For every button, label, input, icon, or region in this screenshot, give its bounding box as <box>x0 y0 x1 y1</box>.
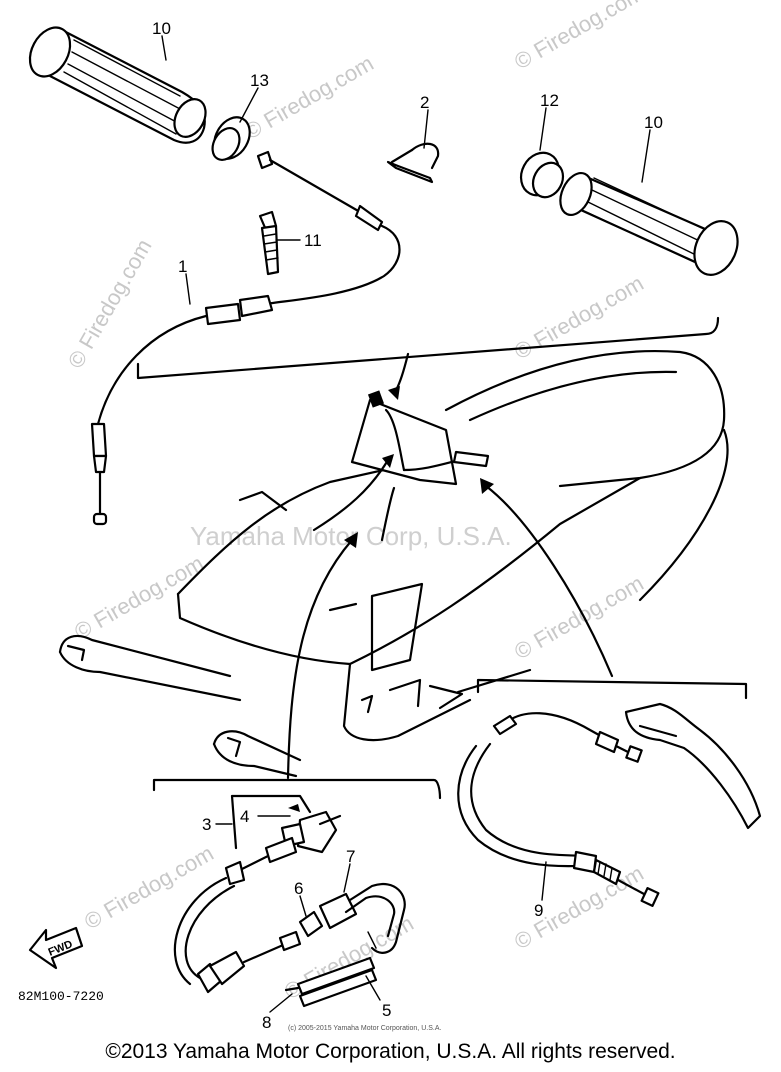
collar-13-icon <box>211 116 251 161</box>
watermark: © Firedog.com <box>240 50 378 144</box>
callout-label: 8 <box>262 1013 271 1032</box>
copyright-footer: ©2013 Yamaha Motor Corporation, U.S.A. A… <box>105 1040 676 1063</box>
callout-label: 10 <box>152 19 171 38</box>
fwd-arrow-icon: FWD <box>28 926 84 970</box>
bracket-bottom-left <box>152 778 442 800</box>
callout-label: 12 <box>540 91 559 110</box>
screw-11-icon <box>258 210 280 276</box>
throttle-lever-icon <box>624 702 762 830</box>
choke-cable-icon <box>173 876 406 994</box>
watermark: © Firedog.com <box>63 235 157 373</box>
callout-label: 10 <box>644 113 663 132</box>
arrow-group <box>286 352 614 780</box>
watermark: © Firedog.com <box>510 0 648 74</box>
bracket-top <box>136 316 720 380</box>
throttle-cable-9-icon <box>457 712 660 907</box>
cable-1-icon <box>90 150 401 526</box>
callout-label: 6 <box>294 879 303 898</box>
callout-label: 3 <box>202 815 211 834</box>
callout-label: 13 <box>250 71 269 90</box>
tiny-copyright: (c) 2005-2015 Yamaha Motor Corporation, … <box>288 1025 441 1032</box>
grip-right-icon <box>559 172 739 276</box>
watermark-center: Yamaha Motor Corp, U.S.A. <box>190 521 512 551</box>
bracket-bottom-right <box>476 678 748 700</box>
snowmobile-body-icon <box>58 350 729 778</box>
callout-label: 11 <box>304 231 322 250</box>
watermark: © Firedog.com <box>80 840 218 934</box>
watermark: © Firedog.com <box>70 550 208 644</box>
callout-label: 4 <box>240 807 249 826</box>
grip-left-icon <box>28 26 207 144</box>
clip-2-icon <box>386 142 440 184</box>
watermark: © Firedog.com <box>510 860 648 954</box>
part-code: 82M100-7220 <box>18 989 104 1004</box>
cable-5-icon <box>284 956 378 1008</box>
watermark: © Firedog.com <box>510 270 648 364</box>
callout-numbers: 10 13 2 12 10 11 1 3 4 7 6 9 5 8 <box>152 19 663 1032</box>
leader-lines <box>161 35 651 1013</box>
callout-label: 2 <box>420 93 429 112</box>
callout-label: 9 <box>534 901 543 920</box>
watermark: © Firedog.com <box>510 570 648 664</box>
callout-label: 7 <box>346 847 355 866</box>
choke-lever-3-icon <box>224 794 342 886</box>
callout-label: 1 <box>178 257 187 276</box>
collar-12-icon <box>519 151 565 199</box>
callout-label: 5 <box>382 1001 391 1020</box>
